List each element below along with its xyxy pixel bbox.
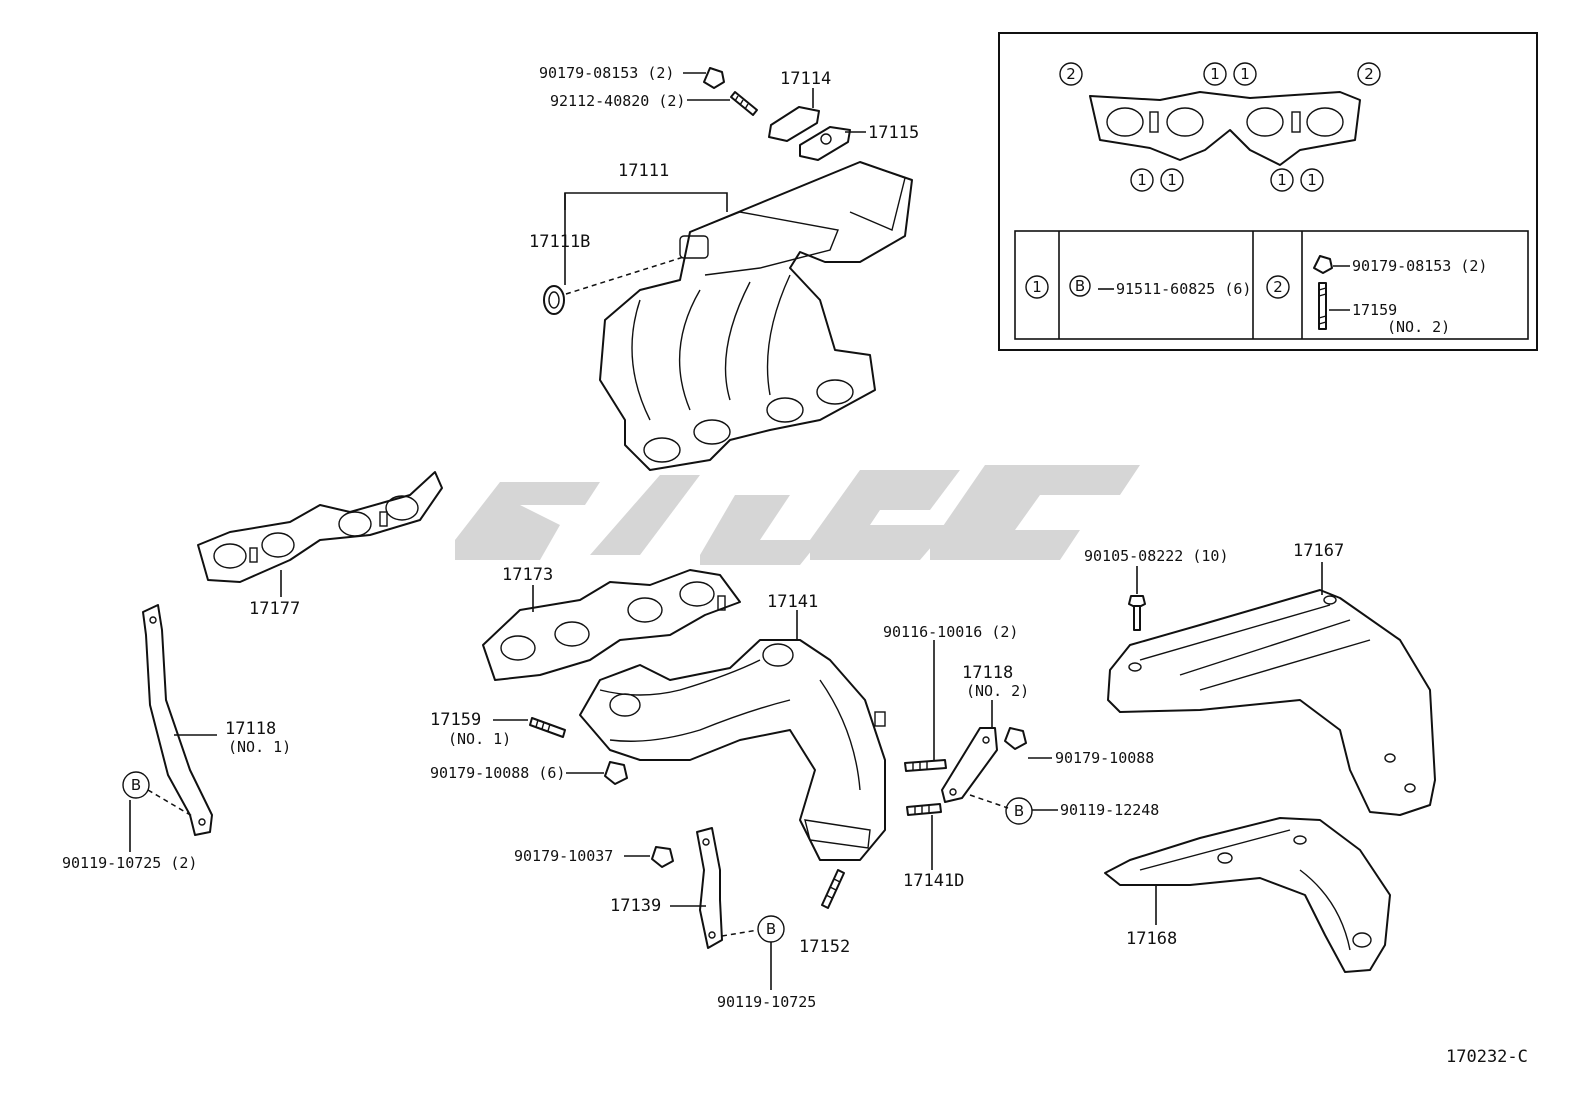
nut-90179-10088-6 <box>604 761 628 785</box>
bracket-17118-no1 <box>142 604 213 836</box>
svg-text:2: 2 <box>1364 65 1374 83</box>
nut-90179-10037 <box>651 846 674 868</box>
legend-marker-1: 1 <box>1025 275 1049 299</box>
label-90179-08153: 90179-08153 (2) <box>539 64 674 82</box>
exhaust-manifold-17141 <box>579 639 886 861</box>
inset-legend-box: 2 1 1 2 1 1 1 1 1 B 91511-60825 (6) 2 90… <box>998 32 1538 351</box>
label-17111B: 17111B <box>529 232 590 252</box>
part-labels: 90179-08153 (2) 92112-40820 (2) 17114 17… <box>62 64 1528 1067</box>
svg-text:1: 1 <box>1032 278 1042 296</box>
legend-stud-icon <box>1318 282 1327 330</box>
stud-17159-no1 <box>529 717 566 738</box>
inset-legend-table: 1 B 91511-60825 (6) 2 90179-08153 (2) 17… <box>1014 230 1529 340</box>
gasket-top-view <box>1089 91 1361 166</box>
label-90116-10016: 90116-10016 (2) <box>883 623 1018 641</box>
label-90119-10725-2: 90119-10725 (2) <box>62 854 197 872</box>
label-17115: 17115 <box>868 123 919 143</box>
svg-text:1: 1 <box>1307 171 1317 189</box>
marker-1-bot-a: 1 <box>1130 168 1154 192</box>
label-17141D: 17141D <box>903 871 964 891</box>
label-92112-40820: 92112-40820 (2) <box>550 92 685 110</box>
gasket-17173 <box>482 569 741 681</box>
marker-b-center: B <box>757 915 785 943</box>
label-17141: 17141 <box>767 592 818 612</box>
svg-text:B: B <box>766 920 776 938</box>
marker-b-left: B <box>122 771 150 799</box>
label-90179-10088-6: 90179-10088 (6) <box>430 764 565 782</box>
svg-text:B: B <box>1075 277 1085 295</box>
diagram-code: 170232-C <box>1446 1047 1528 1067</box>
heat-insulator-17168 <box>1104 817 1391 973</box>
legend-part-17159: 17159 <box>1352 301 1397 319</box>
bracket-17118-no2 <box>941 727 998 803</box>
label-90179-10037: 90179-10037 <box>514 847 613 865</box>
label-17114: 17114 <box>780 69 831 89</box>
stud-17152 <box>821 869 845 909</box>
stud-92112-40820 <box>730 91 758 116</box>
label-90105-08222: 90105-08222 (10) <box>1084 547 1229 565</box>
label-17111: 17111 <box>618 161 669 181</box>
gasket-17114 <box>768 106 820 142</box>
manifold-upper-assembly <box>543 67 913 471</box>
label-17168: 17168 <box>1126 929 1177 949</box>
svg-text:1: 1 <box>1277 171 1287 189</box>
label-90119-12248: 90119-12248 <box>1060 801 1159 819</box>
svg-text:B: B <box>131 776 141 794</box>
marker-1-bot-b: 1 <box>1160 168 1184 192</box>
marker-1-top-a: 1 <box>1203 62 1227 86</box>
marker-2-left: 2 <box>1059 62 1083 86</box>
marker-1-top-b: 1 <box>1233 62 1257 86</box>
legend-part-91511-60825: 91511-60825 (6) <box>1116 280 1251 298</box>
stud-17141D <box>906 803 942 816</box>
bracket-17139 <box>696 827 723 949</box>
label-17139: 17139 <box>610 896 661 916</box>
label-17118-no2: 17118 <box>962 663 1013 683</box>
svg-text:1: 1 <box>1210 65 1220 83</box>
watermark-logo <box>455 465 1140 565</box>
legend-part-90179-08153: 90179-08153 (2) <box>1352 257 1487 275</box>
label-17118-no1: 17118 <box>225 719 276 739</box>
exhaust-manifold-17111 <box>599 161 913 471</box>
label-17177: 17177 <box>249 599 300 619</box>
bolt-90105-08222 <box>1128 595 1146 631</box>
nut-90179-10088 <box>1004 727 1027 750</box>
label-17118-no2-sub: (NO. 2) <box>966 682 1029 700</box>
marker-1-bot-c: 1 <box>1270 168 1294 192</box>
legend-nut-icon <box>1313 255 1333 274</box>
label-17152: 17152 <box>799 937 850 957</box>
stud-90116-10016 <box>904 759 947 772</box>
svg-text:B: B <box>1014 802 1024 820</box>
heat-insulator-17167 <box>1107 589 1436 816</box>
nut-90179-08153 <box>703 67 725 89</box>
svg-text:2: 2 <box>1273 278 1283 296</box>
label-17159-no1: 17159 <box>430 710 481 730</box>
gasket-17177 <box>197 471 443 583</box>
marker-b-right: B <box>1005 797 1033 825</box>
marker-2-right: 2 <box>1357 62 1381 86</box>
label-17159-no1-sub: (NO. 1) <box>448 730 511 748</box>
label-17167: 17167 <box>1293 541 1344 561</box>
label-17118-no1-sub: (NO. 1) <box>228 738 291 756</box>
label-17173: 17173 <box>502 565 553 585</box>
legend-part-17159-sub: (NO. 2) <box>1387 318 1450 336</box>
label-90179-10088: 90179-10088 <box>1055 749 1154 767</box>
legend-marker-b: B <box>1069 275 1091 297</box>
marker-1-bot-d: 1 <box>1300 168 1324 192</box>
label-90119-10725: 90119-10725 <box>717 993 816 1011</box>
svg-text:2: 2 <box>1066 65 1076 83</box>
svg-text:1: 1 <box>1240 65 1250 83</box>
svg-text:1: 1 <box>1167 171 1177 189</box>
legend-marker-2: 2 <box>1266 275 1290 299</box>
plug-17111B <box>543 285 565 315</box>
svg-text:1: 1 <box>1137 171 1147 189</box>
